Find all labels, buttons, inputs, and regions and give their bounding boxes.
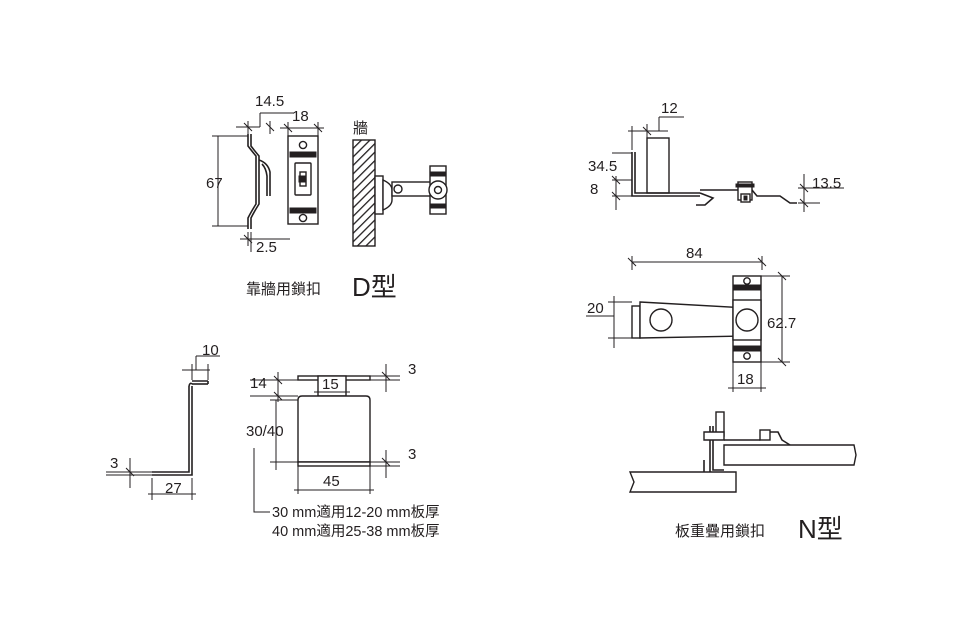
d-type-label: D型 — [352, 272, 397, 302]
dim-step: 8 — [590, 181, 598, 198]
dim-18: 18 — [280, 108, 324, 136]
dim-3-top: 3 — [370, 361, 416, 392]
d-type-side-profile — [247, 134, 271, 229]
dim-2-5: 2.5 — [240, 232, 290, 256]
dim-right-height: 13.5 — [812, 175, 841, 192]
d-type-wall: 牆 — [352, 120, 376, 247]
n-type-section: 12 34.5 8 13.5 — [586, 100, 857, 544]
wall-label: 牆 — [353, 120, 368, 137]
dim-base-length: 27 — [165, 480, 182, 497]
bracket-front-view — [297, 375, 371, 467]
dim-10: 10 — [182, 342, 220, 380]
bracket-l-profile — [152, 380, 209, 476]
dim-top-offset: 14.5 — [255, 93, 284, 110]
dim-arm-width: 20 — [587, 300, 604, 317]
dim-n-height: 34.5 — [588, 158, 617, 175]
dim-top-flange: 10 — [202, 342, 219, 359]
dim-height: 67 — [206, 175, 223, 192]
dim-18-n: 18 — [728, 362, 766, 392]
dim-tab-width: 15 — [322, 376, 339, 393]
dim-tab-height: 14 — [250, 375, 267, 392]
n-type-side-view — [631, 137, 797, 206]
n-type-top-view — [631, 275, 762, 363]
dim-14-5: 14.5 — [236, 93, 294, 134]
notes-leader-line — [253, 448, 270, 513]
d-type-section: 14.5 67 2.5 — [206, 93, 448, 302]
dim-14: 14 — [250, 372, 298, 402]
dim-thickness-bottom: 3 — [408, 446, 416, 463]
d-type-caption: 靠牆用鎖扣 — [246, 281, 321, 298]
dim-20: 20 — [586, 296, 632, 348]
dim-3-bottom: 3 — [370, 446, 416, 478]
n-type-installation-view — [628, 411, 857, 493]
dim-width: 18 — [292, 108, 309, 125]
n-type-caption: 板重疊用鎖扣 — [675, 522, 765, 540]
bracket-section: 10 3 27 1 — [106, 342, 440, 540]
dim-thickness-top: 3 — [408, 361, 416, 378]
dim-84: 84 — [627, 245, 767, 270]
dim-3-side: 3 — [106, 455, 152, 488]
dim-45: 45 — [294, 466, 374, 494]
dim-plate-width: 18 — [737, 371, 754, 388]
dim-thickness-side: 3 — [110, 455, 118, 472]
note-line-2: 40 mm適用25-38 mm板厚 — [272, 522, 440, 540]
d-type-front-plate — [287, 135, 319, 225]
note-line-1: 30 mm適用12-20 mm板厚 — [272, 503, 440, 521]
dim-27: 27 — [148, 478, 196, 500]
n-type-label: N型 — [798, 514, 843, 544]
dim-62-7: 62.7 — [761, 271, 796, 367]
dim-body-height: 30/40 — [246, 423, 284, 440]
dim-thickness: 2.5 — [256, 239, 277, 256]
dim-13-5: 13.5 — [798, 174, 844, 212]
dim-34-5-and-8: 34.5 8 — [588, 152, 632, 210]
dim-body-width: 45 — [323, 473, 340, 490]
dim-67: 67 — [206, 135, 248, 227]
dim-15: 15 — [314, 376, 350, 393]
dim-length: 84 — [686, 245, 703, 262]
d-type-mounted-lock — [374, 165, 448, 215]
dim-plate-height: 62.7 — [767, 315, 796, 332]
dim-top-width: 12 — [661, 100, 678, 117]
dim-30-40: 30/40 — [246, 399, 298, 470]
dim-12: 12 — [628, 100, 684, 150]
